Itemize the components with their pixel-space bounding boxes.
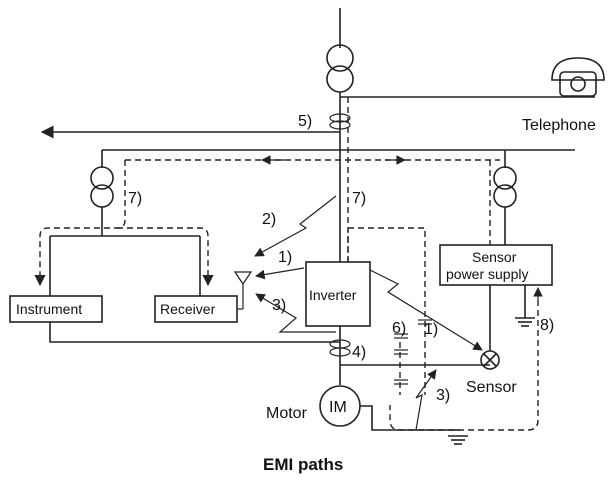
receiver-label: Receiver [160,301,216,317]
right-transformer [489,150,517,245]
stray-capacitance-6 [394,319,432,385]
sensor-label: Sensor [466,379,517,396]
telephone-line [340,96,595,262]
ground-icon-power-supply [515,285,535,327]
ground-icon-motor [448,429,468,445]
path-label-7-left: 7) [128,190,142,207]
path-label-3-left: 3) [272,297,286,314]
path-label-6: 6) [392,320,406,337]
path-label-4: 4) [352,344,366,361]
path-label-8: 8) [540,317,554,334]
distribution-bus [102,149,575,165]
path-3-arrow-receiver [255,293,336,333]
path-1-arrow-receiver [255,267,305,280]
path-2-arrow [254,195,337,257]
instrument-box [9,295,103,323]
feeder-left [40,113,351,139]
main-transformer [326,8,354,262]
antenna-icon [233,271,253,310]
motor-icon [319,385,448,431]
left-transformer [34,150,214,296]
sensor-power-supply-box [439,244,553,286]
inverter-box [305,261,371,327]
motor-symbol: IM [329,399,347,416]
telephone-icon [551,57,605,97]
path-label-2: 2) [262,211,276,228]
path-label-1-right: 1) [424,321,438,338]
diagram-title: EMI paths [263,455,343,474]
path-1-arrow-sensor [369,269,483,351]
path-label-5: 5) [298,113,312,130]
sensor-signal-lines [347,227,426,395]
path-3-arrow-sensor [415,369,437,431]
sensor-power-supply-label-2: power supply [446,266,529,282]
telephone-label: Telephone [522,117,596,134]
motor-label: Motor [266,405,308,422]
instrument-label: Instrument [16,301,82,317]
path-label-7-center: 7) [352,190,366,207]
output-cable-coil-4 [329,326,490,385]
path-8-loop [389,300,539,431]
instrument-signal-line [49,322,340,343]
sensor-icon [480,285,500,370]
sensor-power-supply-label-1: Sensor [472,249,517,265]
inverter-label: Inverter [309,287,357,303]
path-label-1-left: 1) [278,249,292,266]
path-label-3-right: 3) [436,387,450,404]
